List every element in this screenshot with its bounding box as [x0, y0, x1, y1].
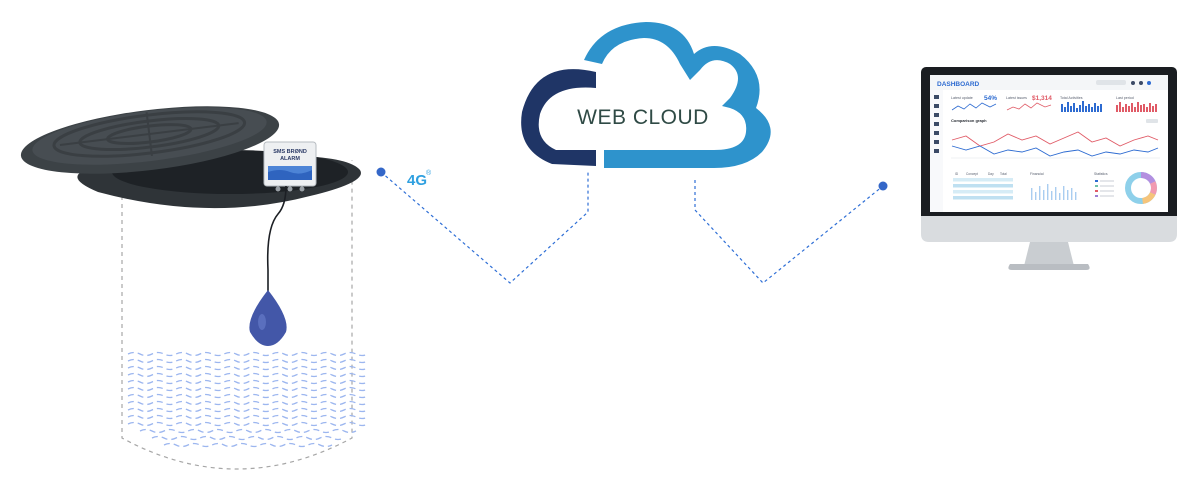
dash-chart-title: Comparison graph: [951, 118, 987, 123]
dash-stat-3-label: Total Activities: [1060, 96, 1083, 100]
well-group: SMS BRØND ALARM: [20, 106, 369, 470]
water-wave-line: [127, 414, 369, 420]
network-label: 4G: [407, 172, 427, 189]
water-wave-line: [127, 407, 369, 413]
dash-donut-chart: [1125, 172, 1157, 204]
water-wave-line: [127, 379, 369, 385]
dash-bars-blue: [1061, 101, 1102, 112]
dash-panel-2-title: Financial: [1030, 172, 1044, 176]
water-wave-line: [127, 421, 369, 427]
water-waves: [127, 351, 369, 448]
well-to-cloud-connector: [380, 171, 589, 284]
dash-stat-1-label: Latest update: [951, 96, 973, 100]
dash-stat-2-value: $1,314: [1032, 95, 1052, 102]
dash-bars-red: [1116, 102, 1157, 112]
water-wave-line: [127, 386, 369, 392]
dash-financial-panel: Financial: [1030, 172, 1077, 200]
water-wave-line: [127, 358, 369, 364]
dashboard-title: DASHBOARD: [937, 81, 980, 88]
dash-panel-3-title: Statistics: [1094, 172, 1108, 176]
cloud-light-outline: [584, 22, 771, 168]
water-wave-line: [151, 435, 345, 441]
dash-table: ID Concept Day Total: [953, 172, 1013, 200]
water-wave-line: [127, 372, 369, 378]
device-label-line2: ALARM: [280, 156, 300, 162]
water-wave-line: [127, 400, 369, 406]
manhole-lid: [20, 106, 280, 174]
dash-table-header-day: Day: [988, 172, 994, 176]
cloud-to-monitor-connector: [694, 180, 884, 284]
cloud-label: WEB CLOUD: [577, 106, 709, 129]
water-wave-line: [127, 393, 369, 399]
desktop-monitor: DASHBOARD Latest update 54% Latest issue…: [921, 67, 1177, 270]
dash-table-header-id: ID: [955, 172, 959, 176]
water-wave-line: [127, 365, 369, 371]
water-wave-line: [139, 428, 357, 434]
dash-stat-1-value: 54%: [984, 95, 997, 102]
float-cable: [266, 185, 287, 292]
dash-table-header-total: Total: [1000, 172, 1007, 176]
sms-alarm-device: SMS BRØND ALARM: [263, 141, 317, 192]
dash-stat-4-label: Last period: [1116, 96, 1134, 100]
connector-node-left: [376, 167, 386, 177]
cloud-dark-arc: [521, 69, 596, 166]
device-label-line1: SMS BRØND: [273, 149, 307, 155]
connector-node-right: [878, 181, 888, 191]
well-shaft-outline: [121, 160, 353, 470]
water-wave-line: [163, 442, 333, 448]
float-switch: [249, 290, 287, 346]
dash-statistics-panel: Statistics: [1094, 172, 1157, 204]
network-superscript: ®: [426, 169, 432, 177]
dash-table-header-concept: Concept: [966, 172, 978, 176]
water-wave-line: [127, 351, 369, 357]
connector-lines: [380, 171, 884, 284]
web-cloud: WEB CLOUD: [521, 22, 771, 168]
dash-stat-2-label: Latest issues: [1006, 96, 1027, 100]
